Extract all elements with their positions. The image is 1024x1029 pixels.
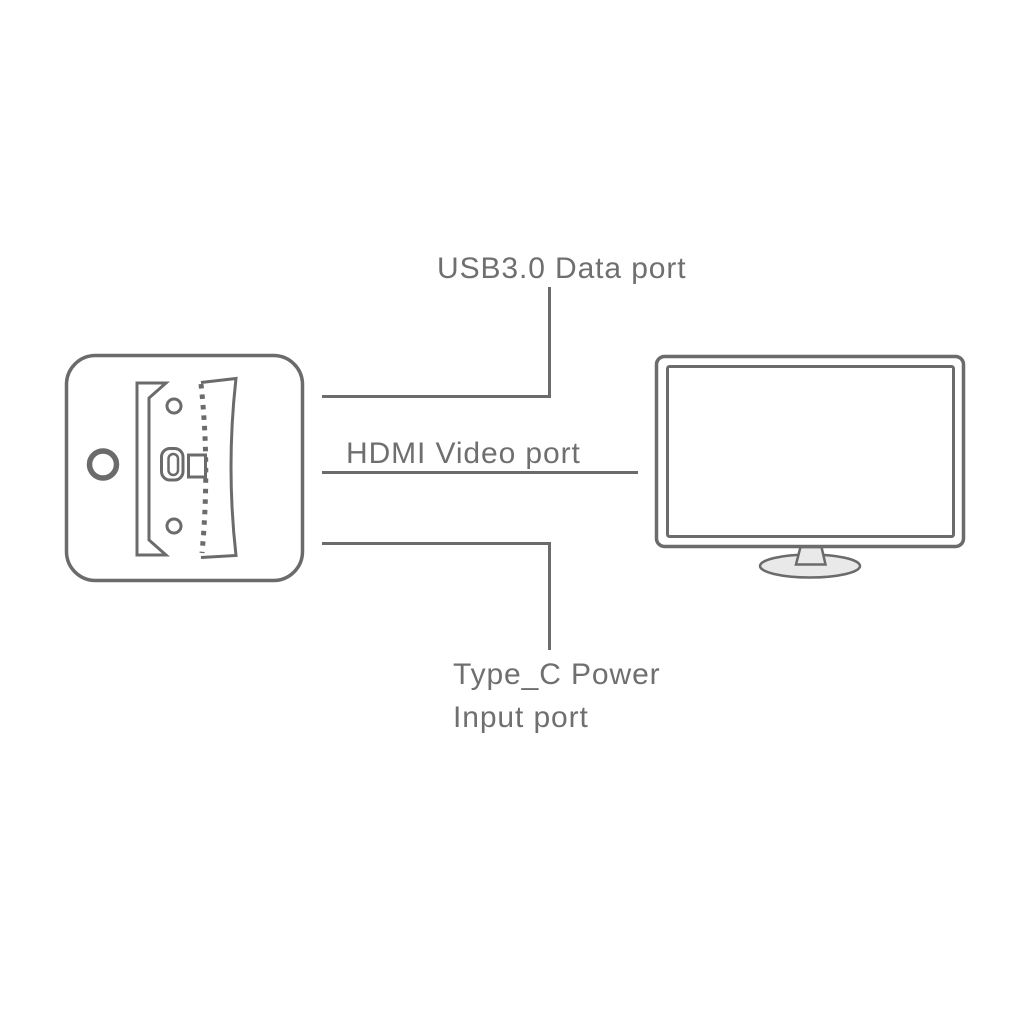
screw-hole-top	[165, 397, 183, 415]
dock-rail-right	[200, 376, 238, 559]
usb-callout-line	[322, 287, 551, 398]
monitor-screen	[666, 365, 955, 538]
zipper-edge	[198, 383, 209, 554]
callout-lines	[322, 287, 638, 650]
led-indicator-circle	[86, 448, 120, 481]
usb-c-connector-slot	[167, 452, 180, 477]
dock-rail-left	[135, 381, 170, 557]
typec-port-label-line1: Type_C Power	[453, 658, 661, 691]
screw-hole-bottom	[165, 517, 183, 535]
monitor-stand-neck	[794, 545, 828, 566]
usb-port-label: USB3.0 Data port	[437, 252, 687, 285]
typec-callout-line	[322, 542, 551, 650]
typec-port-label-line2: Input port	[453, 701, 589, 734]
dock-illustration	[64, 353, 305, 583]
monitor-illustration	[654, 354, 966, 579]
typec-port-label: Type_C Power Input port	[453, 653, 661, 739]
connector-tab	[187, 453, 207, 479]
hdmi-port-label: HDMI Video port	[346, 437, 581, 470]
